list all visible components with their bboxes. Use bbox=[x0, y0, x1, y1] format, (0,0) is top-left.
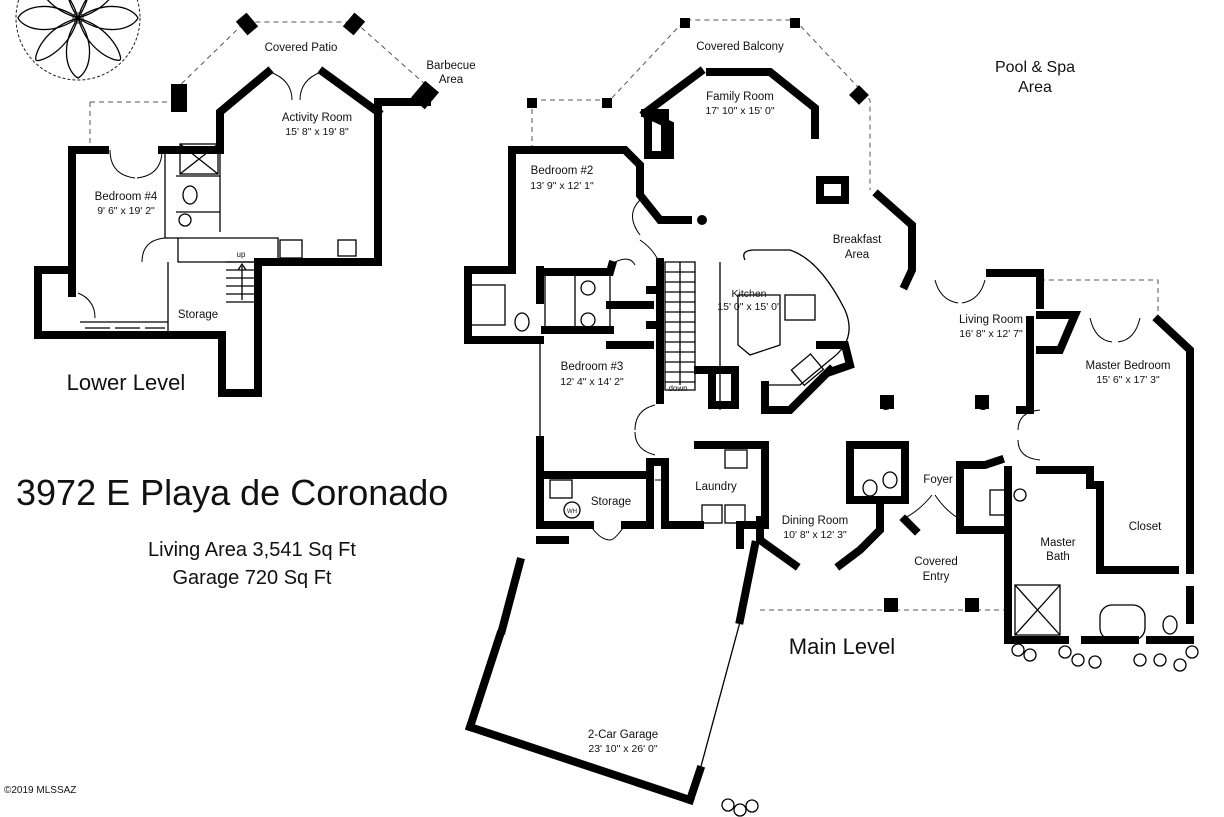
laundry-label: Laundry bbox=[695, 481, 737, 493]
master-bedroom-dimensions: 15' 6" x 17' 3" bbox=[1096, 374, 1160, 386]
family-room-label: Family Room bbox=[706, 91, 774, 103]
living-room-dimensions: 16' 8" x 12' 7" bbox=[959, 328, 1023, 340]
bedroom3-dimensions: 12' 4" x 14' 2" bbox=[560, 376, 624, 388]
breakfast-label-line2: Area bbox=[845, 249, 870, 261]
garage-dimensions: 23' 10" x 26' 0" bbox=[588, 743, 658, 755]
breakfast-label-line1: Breakfast bbox=[833, 234, 882, 246]
pool-spa-label-line1: Pool & Spa bbox=[995, 59, 1075, 76]
covered-balcony-label: Covered Balcony bbox=[696, 41, 784, 53]
main-level-label: Main Level bbox=[789, 634, 895, 659]
pool-spa-label-line2: Area bbox=[1018, 79, 1052, 96]
master-bath-label-line1: Master bbox=[1040, 537, 1075, 549]
master-bath-label-line2: Bath bbox=[1046, 551, 1070, 563]
bedroom4-dimensions: 9' 6" x 19' 2" bbox=[97, 205, 155, 217]
copyright-text: ©2019 MLSSAZ bbox=[4, 785, 76, 796]
stairs-up-label: up bbox=[237, 250, 246, 259]
garage-area-text: Garage 720 Sq Ft bbox=[173, 567, 332, 589]
covered-patio-label: Covered Patio bbox=[265, 42, 338, 54]
activity-room-label: Activity Room bbox=[282, 112, 352, 124]
lower-storage-label: Storage bbox=[178, 309, 218, 321]
stairs-down-label: down bbox=[668, 384, 687, 393]
bedroom3-label: Bedroom #3 bbox=[561, 361, 624, 373]
activity-room-dimensions: 15' 8" x 19' 8" bbox=[285, 126, 349, 138]
living-room-label: Living Room bbox=[959, 314, 1023, 326]
lower-level-plan bbox=[34, 12, 439, 397]
master-bedroom-label: Master Bedroom bbox=[1085, 360, 1170, 372]
barbecue-label-line1: Barbecue bbox=[426, 60, 475, 72]
dining-room-dimensions: 10' 8" x 12' 3" bbox=[783, 529, 847, 541]
covered-entry-label-line2: Entry bbox=[923, 571, 950, 583]
bedroom2-label: Bedroom #2 bbox=[531, 165, 594, 177]
kitchen-dimensions: 15' 0" x 15' 0" bbox=[717, 301, 781, 313]
shrub-icon bbox=[721, 643, 1199, 817]
family-room-dimensions: 17' 10" x 15' 0" bbox=[705, 105, 775, 117]
dining-room-label: Dining Room bbox=[782, 515, 848, 527]
main-level-plan bbox=[464, 18, 1194, 806]
lower-level-label: Lower Level bbox=[67, 370, 186, 395]
water-heater-label: WH bbox=[567, 509, 577, 515]
tree-icon bbox=[15, 0, 141, 81]
covered-entry-label-line1: Covered bbox=[914, 556, 957, 568]
main-storage-label: Storage bbox=[591, 496, 631, 508]
living-area-text: Living Area 3,541 Sq Ft bbox=[148, 539, 356, 561]
barbecue-label-line2: Area bbox=[439, 74, 464, 86]
bedroom2-dimensions: 13' 9" x 12' 1" bbox=[530, 180, 594, 192]
foyer-label: Foyer bbox=[923, 474, 953, 486]
kitchen-label: Kitchen bbox=[731, 288, 766, 300]
garage-label: 2-Car Garage bbox=[588, 729, 658, 741]
property-address: 3972 E Playa de Coronado bbox=[16, 472, 448, 513]
bedroom4-label: Bedroom #4 bbox=[95, 191, 158, 203]
closet-label: Closet bbox=[1129, 521, 1162, 533]
